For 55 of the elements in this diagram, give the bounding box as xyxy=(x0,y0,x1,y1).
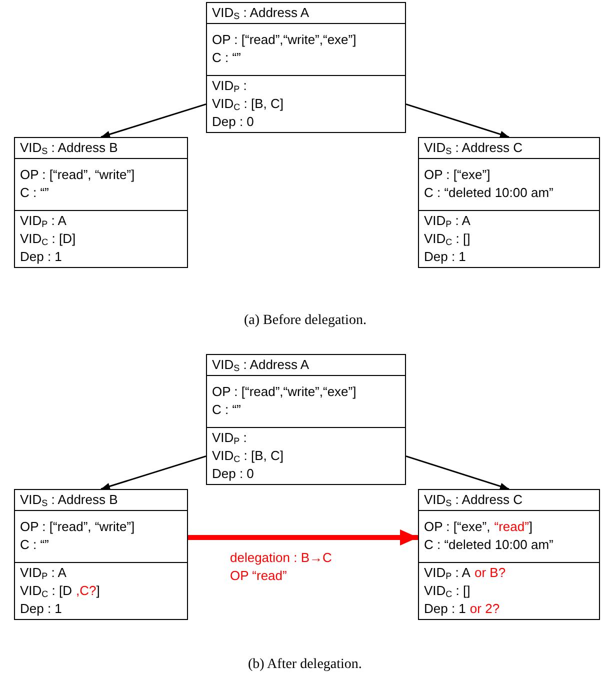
record-box xyxy=(418,137,600,268)
field-text: VID$_{S}$ : Address A xyxy=(212,5,310,20)
field-text: C : “” xyxy=(212,402,241,417)
field-text: VID$_{C}$ : [D] xyxy=(20,231,76,246)
arrow xyxy=(406,455,510,490)
field-text: C : “” xyxy=(212,50,241,65)
record-box xyxy=(14,137,188,268)
record-box xyxy=(418,489,600,620)
field-text: C : “deleted 10:00 am” xyxy=(424,537,554,552)
field-text: Dep : 1 xyxy=(20,601,62,616)
field-text: Dep : 0 xyxy=(212,466,254,481)
arrow xyxy=(188,529,418,546)
field-text: OP : [“read”,“write”,“exe”] xyxy=(212,384,356,399)
field-text: VID$_{S}$ : Address C xyxy=(424,140,522,155)
field-text: VID$_{C}$ : [] xyxy=(424,583,470,598)
field-text: Dep : 0 xyxy=(212,114,254,129)
field-text: VID$_{P}$ : xyxy=(212,430,247,445)
annotation-text: or 2? xyxy=(470,601,500,616)
field-text: VID$_{C}$ : [] xyxy=(424,231,470,246)
field-text: OP : [“exe”, xyxy=(424,519,490,534)
field-text: VID$_{S}$ : Address B xyxy=(20,140,118,155)
field-text: OP : [“read”, “write”] xyxy=(20,167,135,182)
field-text: VID$_{P}$ : A xyxy=(424,565,470,580)
field-text: OP : [“read”, “write”] xyxy=(20,519,135,534)
field-text: OP : [“exe”] xyxy=(424,167,490,182)
field-text: VID$_{P}$ : xyxy=(212,78,247,93)
field-text: VID$_{P}$ : A xyxy=(20,213,66,228)
field-text: Dep : 1 xyxy=(20,249,62,264)
annotation-text: or B? xyxy=(474,565,506,580)
arrow xyxy=(100,455,206,490)
field-text: C : “” xyxy=(20,537,49,552)
field-text: Dep : 1 xyxy=(424,601,466,616)
field-text: VID$_{P}$ : A xyxy=(424,213,470,228)
figure-caption: (a) Before delegation. xyxy=(244,313,366,329)
field-text: C : “” xyxy=(20,185,49,200)
field-text: VID$_{C}$ : [B, C] xyxy=(212,448,284,463)
field-text: VID$_{C}$ : [B, C] xyxy=(212,96,284,111)
figure-caption: (b) After delegation. xyxy=(248,657,362,673)
field-text: ] xyxy=(96,583,100,598)
annotation-text: “read” xyxy=(494,519,529,534)
field-text: C : “deleted 10:00 am” xyxy=(424,185,554,200)
field-text: VID$_{P}$ : A xyxy=(20,565,66,580)
field-text: VID$_{C}$ : [D xyxy=(20,583,72,598)
annotation-text: ,C? xyxy=(76,583,96,598)
field-text: ] xyxy=(528,519,533,534)
record-box xyxy=(206,354,406,485)
arrow xyxy=(100,103,206,138)
arrow xyxy=(406,103,510,138)
record-box xyxy=(14,489,188,620)
field-text: VID$_{S}$ : Address A xyxy=(212,357,310,372)
field-text: OP : [“read”,“write”,“exe”] xyxy=(212,32,356,47)
field-text: VID$_{S}$ : Address B xyxy=(20,492,118,507)
field-text: Dep : 1 xyxy=(424,249,466,264)
field-text: VID$_{S}$ : Address C xyxy=(424,492,522,507)
record-box xyxy=(206,2,406,133)
